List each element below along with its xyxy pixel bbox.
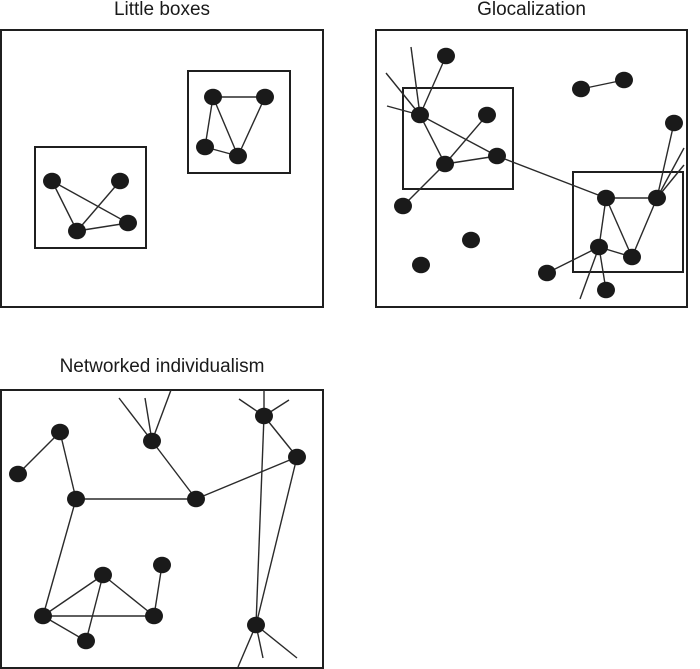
tie-edge — [17, 431, 61, 475]
tie-edge — [51, 180, 129, 224]
external-tie-edge — [118, 397, 153, 442]
panel-title-little-boxes: Little boxes — [113, 0, 211, 20]
panel-frame — [0, 389, 324, 669]
person-node — [153, 556, 171, 574]
tie-edge — [204, 96, 214, 148]
external-tie-edge — [410, 46, 421, 116]
person-node — [111, 172, 129, 190]
person-node — [648, 189, 666, 207]
tie-edge — [546, 246, 600, 274]
person-node — [572, 80, 590, 98]
tie-edge — [496, 155, 607, 199]
panel-frame — [375, 29, 688, 308]
tie-edge — [255, 415, 265, 626]
person-node — [436, 155, 454, 173]
person-node — [478, 106, 496, 124]
person-node — [119, 214, 137, 232]
person-node — [411, 106, 429, 124]
tie-edge — [59, 431, 77, 500]
group-box — [402, 87, 514, 190]
person-node — [665, 114, 683, 132]
person-node — [34, 607, 52, 625]
person-node — [204, 88, 222, 106]
person-node — [67, 490, 85, 508]
person-node — [229, 147, 247, 165]
tie-edge — [195, 456, 298, 500]
person-node — [412, 256, 430, 274]
person-node — [255, 407, 273, 425]
panel-glocalization — [375, 29, 688, 308]
person-node — [597, 281, 615, 299]
person-node — [247, 616, 265, 634]
person-node — [623, 248, 641, 266]
person-node — [488, 147, 506, 165]
person-node — [43, 172, 61, 190]
tie-edge — [419, 114, 498, 157]
tie-edge — [605, 197, 633, 258]
person-node — [196, 138, 214, 156]
tie-edge — [444, 114, 488, 165]
tie-edge — [237, 96, 266, 157]
tie-edge — [263, 415, 298, 458]
person-node — [615, 71, 633, 89]
person-node — [394, 197, 412, 215]
external-tie-edge — [579, 246, 600, 300]
tie-edge — [102, 574, 155, 617]
group-box — [34, 146, 147, 249]
person-node — [590, 238, 608, 256]
tie-edge — [656, 122, 675, 199]
person-node — [143, 432, 161, 450]
tie-edge — [153, 564, 163, 617]
tie-edge — [419, 114, 446, 165]
panel-title-networked-individualism: Networked individualism — [59, 356, 265, 377]
panel-little-boxes — [0, 29, 324, 308]
tie-edge — [51, 180, 78, 232]
person-node — [187, 490, 205, 508]
person-node — [538, 264, 556, 282]
person-node — [462, 231, 480, 249]
group-box — [572, 171, 684, 273]
external-tie-edge — [656, 147, 685, 199]
tie-edge — [85, 574, 104, 642]
group-box — [187, 70, 291, 174]
tie-edge — [419, 55, 447, 116]
person-node — [94, 566, 112, 584]
person-node — [288, 448, 306, 466]
person-node — [597, 189, 615, 207]
tie-edge — [42, 498, 77, 617]
person-node — [256, 88, 274, 106]
person-node — [51, 423, 69, 441]
panel-networked-individualism — [0, 389, 324, 669]
tie-edge — [402, 163, 446, 207]
person-node — [9, 465, 27, 483]
tie-edge — [255, 456, 298, 626]
tie-edge — [151, 440, 197, 500]
panel-title-glocalization: Glocalization — [477, 0, 586, 20]
tie-edge — [212, 96, 239, 157]
tie-edge — [631, 197, 658, 258]
person-node — [68, 222, 86, 240]
person-node — [145, 607, 163, 625]
panel-frame — [0, 29, 324, 308]
person-node — [77, 632, 95, 650]
external-tie-edge — [151, 389, 172, 442]
tie-edge — [76, 180, 121, 232]
external-tie-edge — [255, 624, 298, 659]
tie-edge — [42, 574, 104, 617]
external-tie-edge — [385, 72, 421, 116]
person-node — [437, 47, 455, 65]
